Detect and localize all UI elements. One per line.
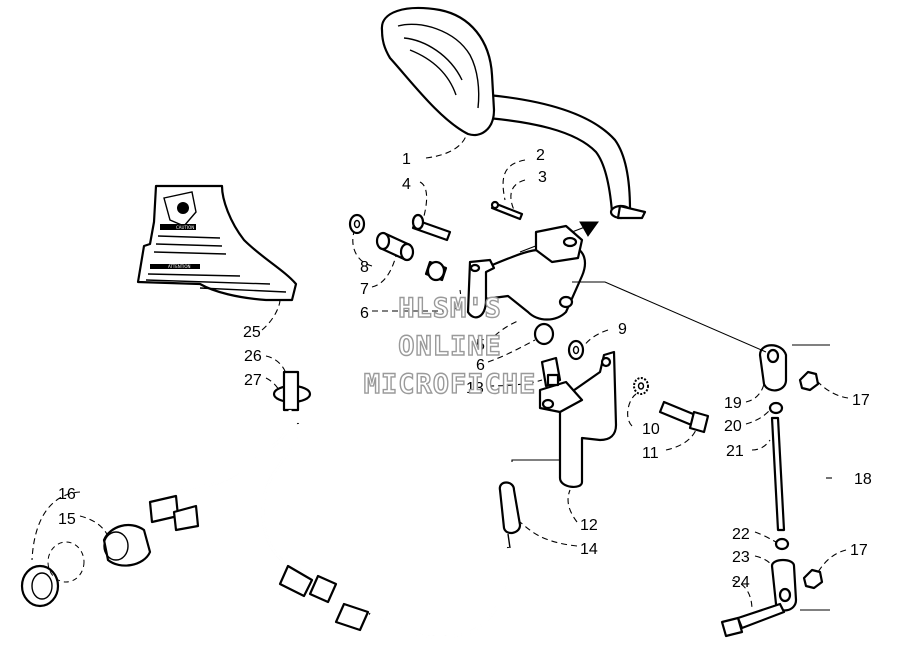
callout-9: 9 [618,321,627,338]
callout-24: 24 [732,574,750,591]
part-22-jam-nut [774,537,790,551]
callout-4: 4 [402,176,411,193]
callout-20: 20 [724,418,742,435]
callout-27: 27 [244,372,262,389]
watermark-line-3: MICROFICHE [364,369,537,400]
callout-16: 16 [58,486,76,503]
part-8-washer [348,213,366,235]
callout-21: 21 [726,443,744,460]
part-19-rod-end [758,344,788,392]
decal-heading-caution: CAUTION [176,225,194,230]
part-7-bushing [375,231,415,262]
part-10-lock-washer [633,377,649,395]
part-16-bezel [20,541,85,608]
decal-heading-attention: ATTENTION [168,264,191,269]
callout-7: 7 [360,281,369,298]
part-1-hand-lever [380,6,647,220]
watermark-line-2: ONLINE [398,331,502,362]
part-25-warning-decal: CAUTION ATTENTION [136,184,298,302]
callout-14: 14 [580,541,598,558]
leader-lines [31,135,849,611]
callout-5: 5 [476,337,485,354]
part-23-rod-end [770,558,798,612]
callout-10: 10 [642,421,660,438]
callout-17-lower: 17 [850,542,868,559]
part-24-bolt [720,602,786,638]
watermark: HLSM'S ONLINE MICROFICHE [363,292,537,400]
callout-15: 15 [58,511,76,528]
part-17-nut-upper [798,370,820,392]
callout-18: 18 [854,471,872,488]
callout-3: 3 [538,169,547,186]
callout-23: 23 [732,549,750,566]
part-11-bolt [658,400,710,434]
part-20-jam-nut [768,401,784,415]
callout-12: 12 [580,517,598,534]
part-2-pin [490,200,524,221]
part-9-washer [567,339,585,361]
callout-11: 11 [642,445,659,462]
wiring-harness [148,408,510,639]
callout-13: 13 [466,380,484,397]
callout-26: 26 [244,348,262,365]
part-13-switch [540,356,562,388]
callout-6-right: 6 [476,357,485,374]
part-17-nut-lower [802,568,824,590]
callout-2: 2 [536,147,545,164]
part-21-shift-rod [770,416,786,532]
callout-22: 22 [732,526,750,543]
part-6-spacer-right [533,322,555,346]
part-6-spacer-left [424,260,448,282]
part-5-pivot-bracket [466,224,587,321]
callout-1: 1 [402,151,411,168]
part-15-socket [102,523,152,567]
callout-17-upper: 17 [852,392,870,409]
callout-19: 19 [724,395,742,412]
watermark-line-1: HLSM'S [398,293,502,324]
callout-labels: 1 2 3 4 5 6 6 7 8 9 10 11 12 13 14 15 16… [58,147,872,591]
part-4-bolt [411,213,452,242]
part-12-switch-bracket [538,350,618,488]
callout-8: 8 [360,259,369,276]
callout-25: 25 [243,324,261,341]
callout-6-left: 6 [360,305,369,322]
part-26-27-wire-clamp [272,370,312,412]
part-14-connector [498,481,522,549]
